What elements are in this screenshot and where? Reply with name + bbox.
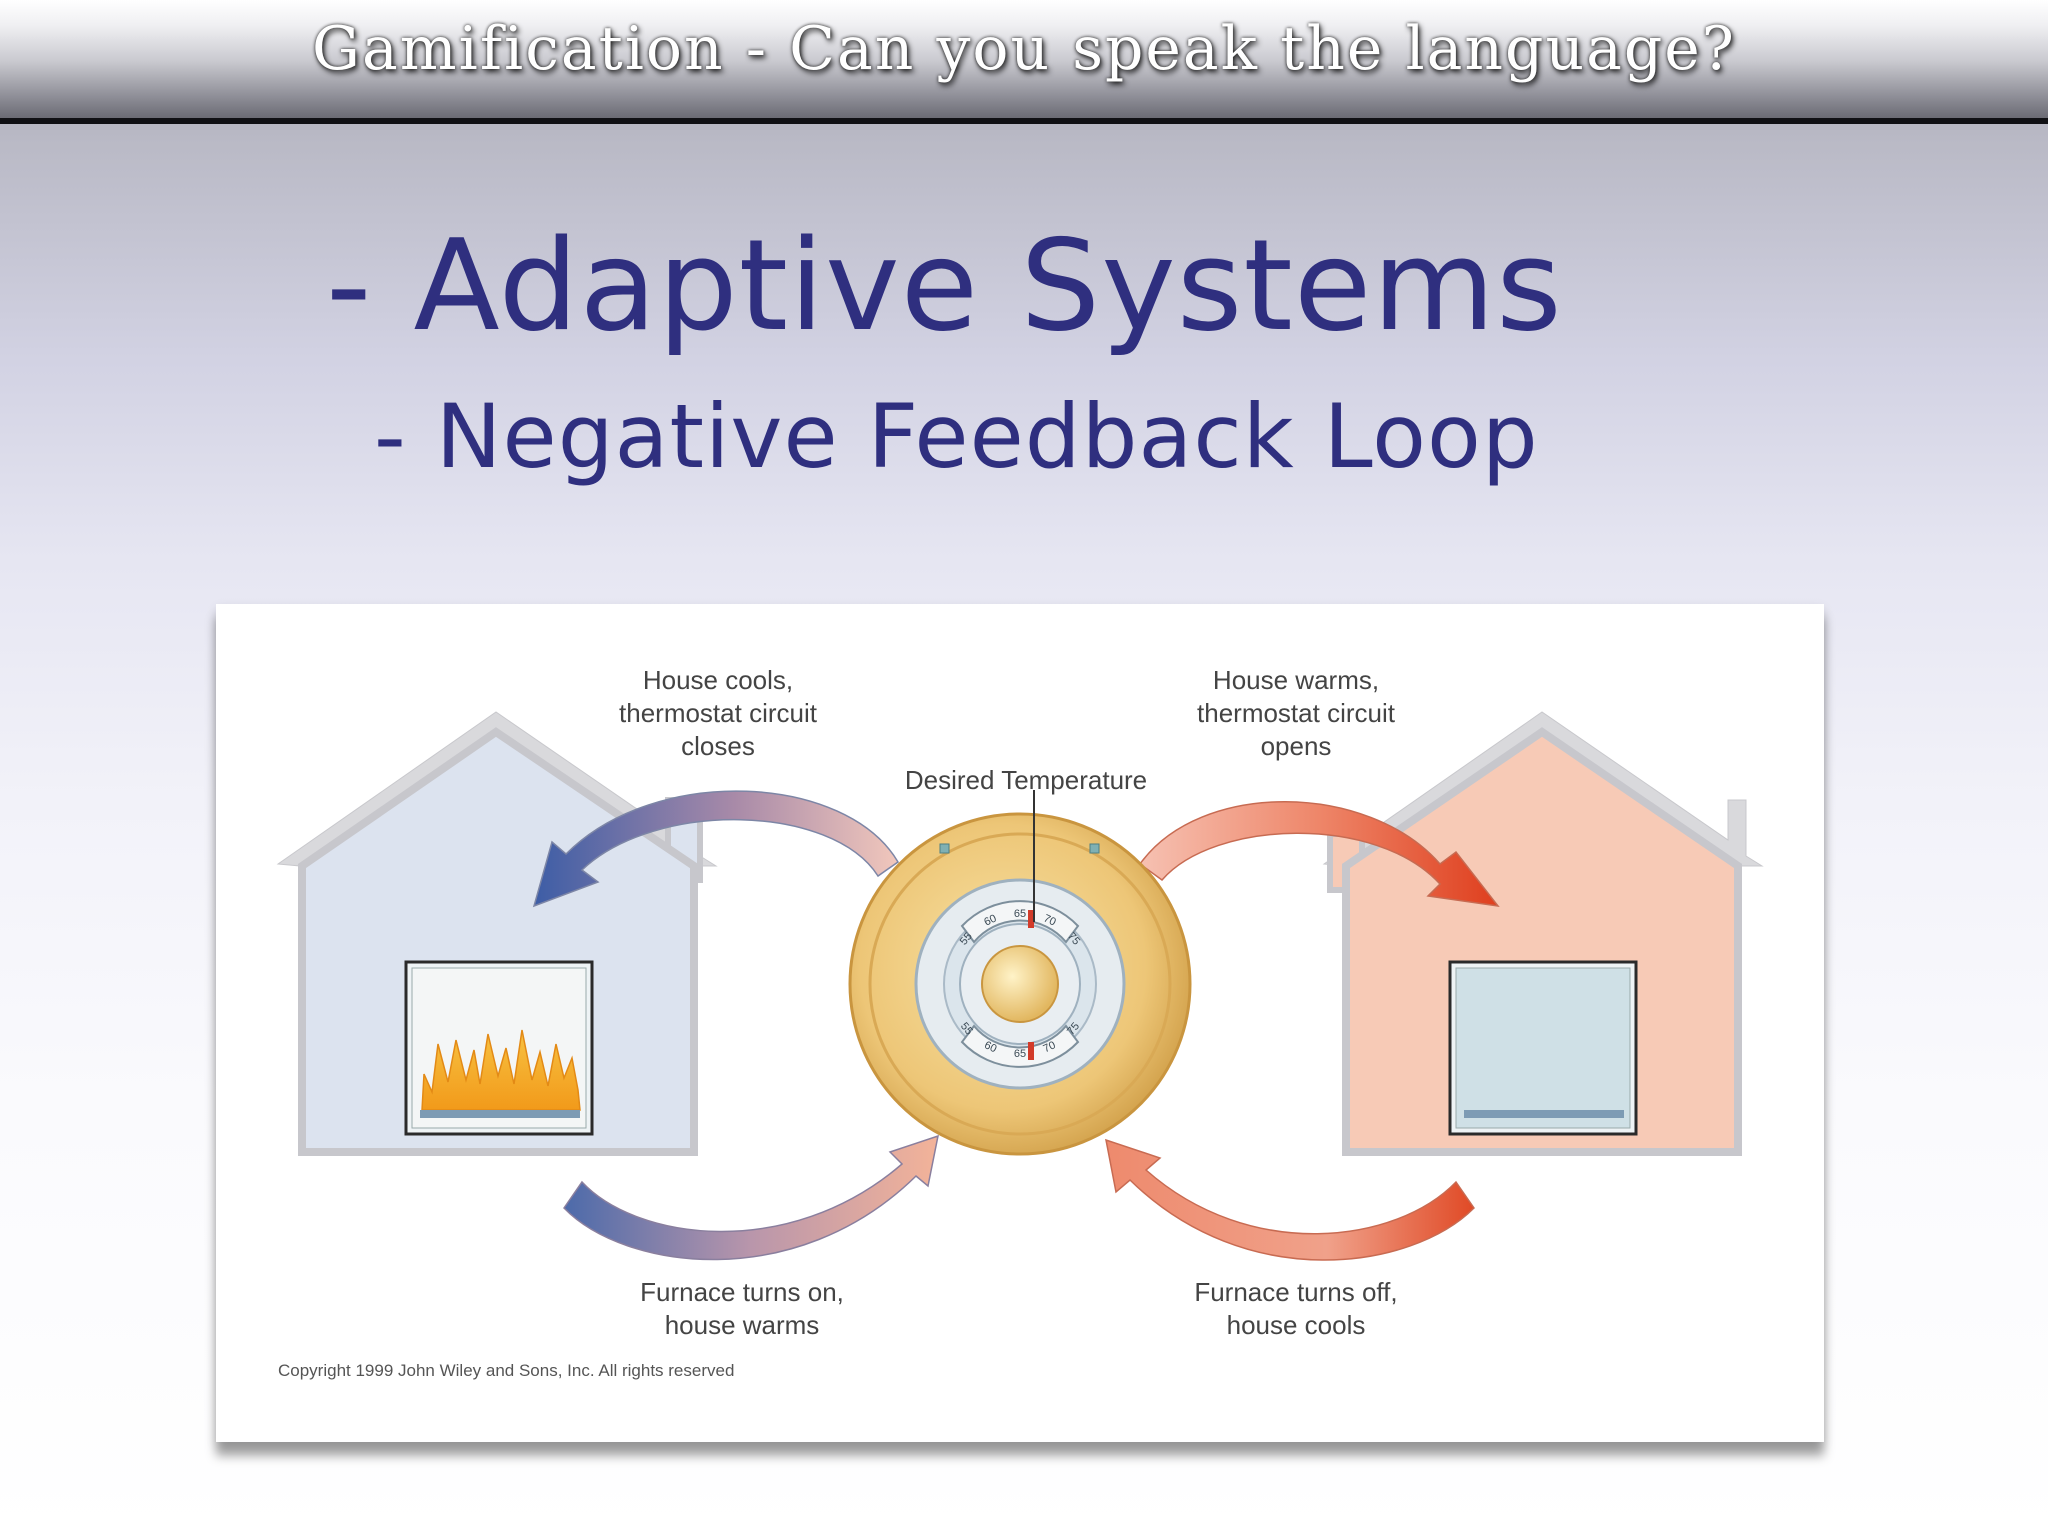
label-furnace-on: Furnace turns on, house warms <box>640 1277 844 1340</box>
arrow-house-warms <box>1138 801 1500 908</box>
label-furnace-off: Furnace turns off, house cools <box>1194 1277 1398 1340</box>
dial-top-tick-70: 70 <box>1042 912 1058 928</box>
arrow-furnace-off <box>1105 1138 1475 1261</box>
header-title: Gamification - Can you speak the languag… <box>312 14 1736 84</box>
label-house-warms: House warms, thermostat circuit opens <box>1197 665 1395 761</box>
cool-house <box>276 711 718 1156</box>
warm-house <box>1322 711 1764 1156</box>
dial-bottom-tick-65: 65 <box>1014 1048 1026 1060</box>
dial-bottom-tick-70: 70 <box>1041 1039 1057 1055</box>
copyright-note: Copyright 1999 John Wiley and Sons, Inc.… <box>278 1361 735 1380</box>
dial-top-tick-65: 65 <box>1014 908 1026 920</box>
label-desired-temperature: Desired Temperature <box>904 765 1148 795</box>
slide-title: - Adaptive Systems <box>326 212 1563 359</box>
arrow-house-cools <box>532 790 899 908</box>
fire-icon <box>421 1029 581 1111</box>
dial-top-tick-60: 60 <box>982 912 998 928</box>
dial-bottom-tick-60: 60 <box>982 1039 998 1055</box>
slide-subtitle: - Negative Feedback Loop <box>374 385 1539 488</box>
slide-header: Gamification - Can you speak the languag… <box>0 0 2048 124</box>
label-house-cools: House cools, thermostat circuit closes <box>619 665 817 761</box>
arrow-furnace-on <box>563 1134 939 1261</box>
